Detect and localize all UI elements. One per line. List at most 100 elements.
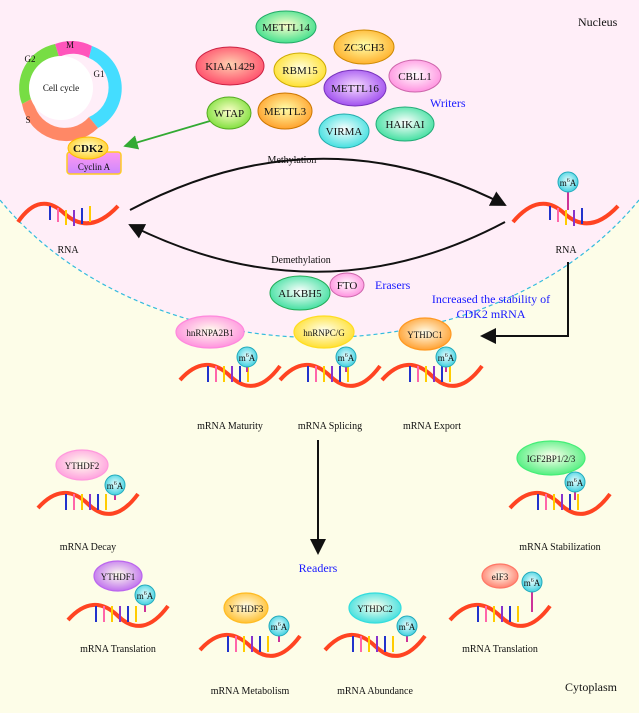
writer-zc3ch3: ZC3CH3 (333, 29, 395, 65)
demethylation-arrow (128, 221, 506, 273)
reader-protein-label: YTHDF2 (65, 461, 100, 471)
reader-protein-oval (516, 440, 586, 476)
phase-s: S (25, 115, 30, 125)
reader-protein-label: hnRNPA2B1 (186, 328, 233, 338)
m6a-label: m6A (107, 481, 124, 491)
m6a-label: m6A (137, 591, 154, 601)
writer-mettl3: METTL3 (257, 92, 313, 130)
phase-m: M (66, 40, 74, 50)
writer-metttl14: METTL14 (255, 10, 317, 44)
svg-text:KIAA1429: KIAA1429 (205, 61, 255, 73)
reader-eif3: m6A eIF3 mRNA Translation (448, 563, 552, 655)
reader-protein-label: YTHDC2 (357, 604, 393, 614)
rna-strand (66, 602, 170, 628)
reader-caption: mRNA Maturity (197, 421, 263, 432)
reader-ythdf2: m6A YTHDF2 mRNA Decay (36, 449, 140, 553)
rna-strand (508, 490, 612, 516)
reader-protein-label: IGF2BP1/2/3 (527, 454, 576, 464)
reader-caption: mRNA Stabilization (519, 542, 600, 553)
eraser-alkbh5: ALKBH5 (269, 275, 331, 311)
reader-protein-oval (348, 592, 402, 624)
svg-text:RNA: RNA (57, 245, 79, 256)
reader-hnrnpa2b1: m6A hnRNPA2B1 mRNA Maturity (175, 315, 282, 432)
svg-text:RBM15: RBM15 (282, 65, 318, 77)
reader-protein-oval (398, 317, 452, 351)
m6a-bubble (268, 615, 290, 637)
rna-left: RNA (16, 201, 120, 256)
cyclin-label: Cyclin A (78, 162, 111, 172)
reader-caption: mRNA Splicing (298, 421, 362, 432)
rna-strand (198, 632, 302, 658)
eraser-fto: FTO (329, 272, 365, 298)
m6a-bubble (521, 571, 543, 593)
reader-protein-label: YTHDF1 (101, 572, 136, 582)
m6a-bubble (104, 474, 126, 496)
svg-text:HAIKAI: HAIKAI (385, 119, 424, 131)
reader-protein-oval (55, 449, 109, 481)
m6a-label: m6A (438, 353, 455, 363)
erasers-heading: Erasers (375, 278, 411, 292)
m6a-bubble (435, 346, 457, 368)
reader-protein-oval (223, 592, 269, 624)
stability-note-line1: Increased the stability of (432, 292, 550, 306)
writer-cbll1: CBLL1 (388, 59, 442, 93)
rna-strand (448, 602, 552, 628)
rna-strand (380, 362, 484, 388)
nucleus-label: Nucleus (578, 15, 618, 29)
svg-text:ALKBH5: ALKBH5 (278, 288, 322, 300)
rna-strand (178, 362, 282, 388)
reader-hnrnpc-g: m6A hnRNPC/G mRNA Splicing (278, 315, 382, 432)
m6a-label: m6A (524, 578, 541, 588)
writer-virma: VIRMA (318, 113, 370, 149)
demethylation-label: Demethylation (271, 255, 330, 266)
writer-kiaa1429: KIAA1429 (195, 46, 265, 86)
stability-arrow (480, 262, 569, 344)
m6a-bubble (134, 584, 156, 606)
m6a-bubble (236, 346, 258, 368)
stability-note-line2: CDK2 mRNA (456, 307, 525, 321)
reader-protein-oval (175, 315, 245, 349)
m6a-bubble (396, 615, 418, 637)
svg-text:m6A: m6A (560, 178, 577, 188)
nucleus-region (0, 0, 639, 338)
svg-text:METTL14: METTL14 (262, 22, 310, 34)
writers-heading: Writers (430, 96, 466, 110)
svg-text:ZC3CH3: ZC3CH3 (344, 42, 385, 54)
rna-strand (36, 490, 140, 516)
cdk2-cyclin-complex: CDK2 Cyclin A (66, 136, 122, 175)
reader-igf2bp1-2-3: m6A IGF2BP1/2/3 mRNA Stabilization (508, 440, 612, 553)
rna-right: m6A RNA (511, 171, 620, 256)
reader-caption: mRNA Metabolism (211, 686, 290, 697)
reader-protein-label: eIF3 (492, 572, 509, 582)
m6a-bubble (335, 346, 357, 368)
reader-protein-oval (293, 315, 355, 349)
writer-mettl16: METTL16 (323, 69, 387, 107)
svg-text:WTAP: WTAP (214, 108, 244, 120)
writer-wtap: WTAP (206, 96, 252, 130)
reader-caption: mRNA Translation (80, 644, 156, 655)
methylation-arrow (129, 157, 507, 211)
svg-text:FTO: FTO (337, 280, 358, 292)
m6a-label: m6A (239, 353, 256, 363)
writer-haikai: HAIKAI (375, 106, 435, 142)
reader-protein-label: hnRNPC/G (303, 328, 345, 338)
svg-text:METTL3: METTL3 (264, 106, 307, 118)
reader-protein-oval (481, 563, 519, 589)
m6a-label: m6A (567, 478, 584, 488)
cdk2-label: CDK2 (73, 143, 103, 155)
reader-caption: mRNA Decay (60, 542, 116, 553)
svg-text:CBLL1: CBLL1 (398, 71, 432, 83)
m6a-label: m6A (338, 353, 355, 363)
svg-text:METTL16: METTL16 (331, 83, 379, 95)
reader-caption: mRNA Export (403, 421, 461, 432)
cytoplasm-label: Cytoplasm (565, 680, 618, 694)
rna-strand (278, 362, 382, 388)
reader-caption: mRNA Abundance (337, 686, 413, 697)
reader-caption: mRNA Translation (462, 644, 538, 655)
